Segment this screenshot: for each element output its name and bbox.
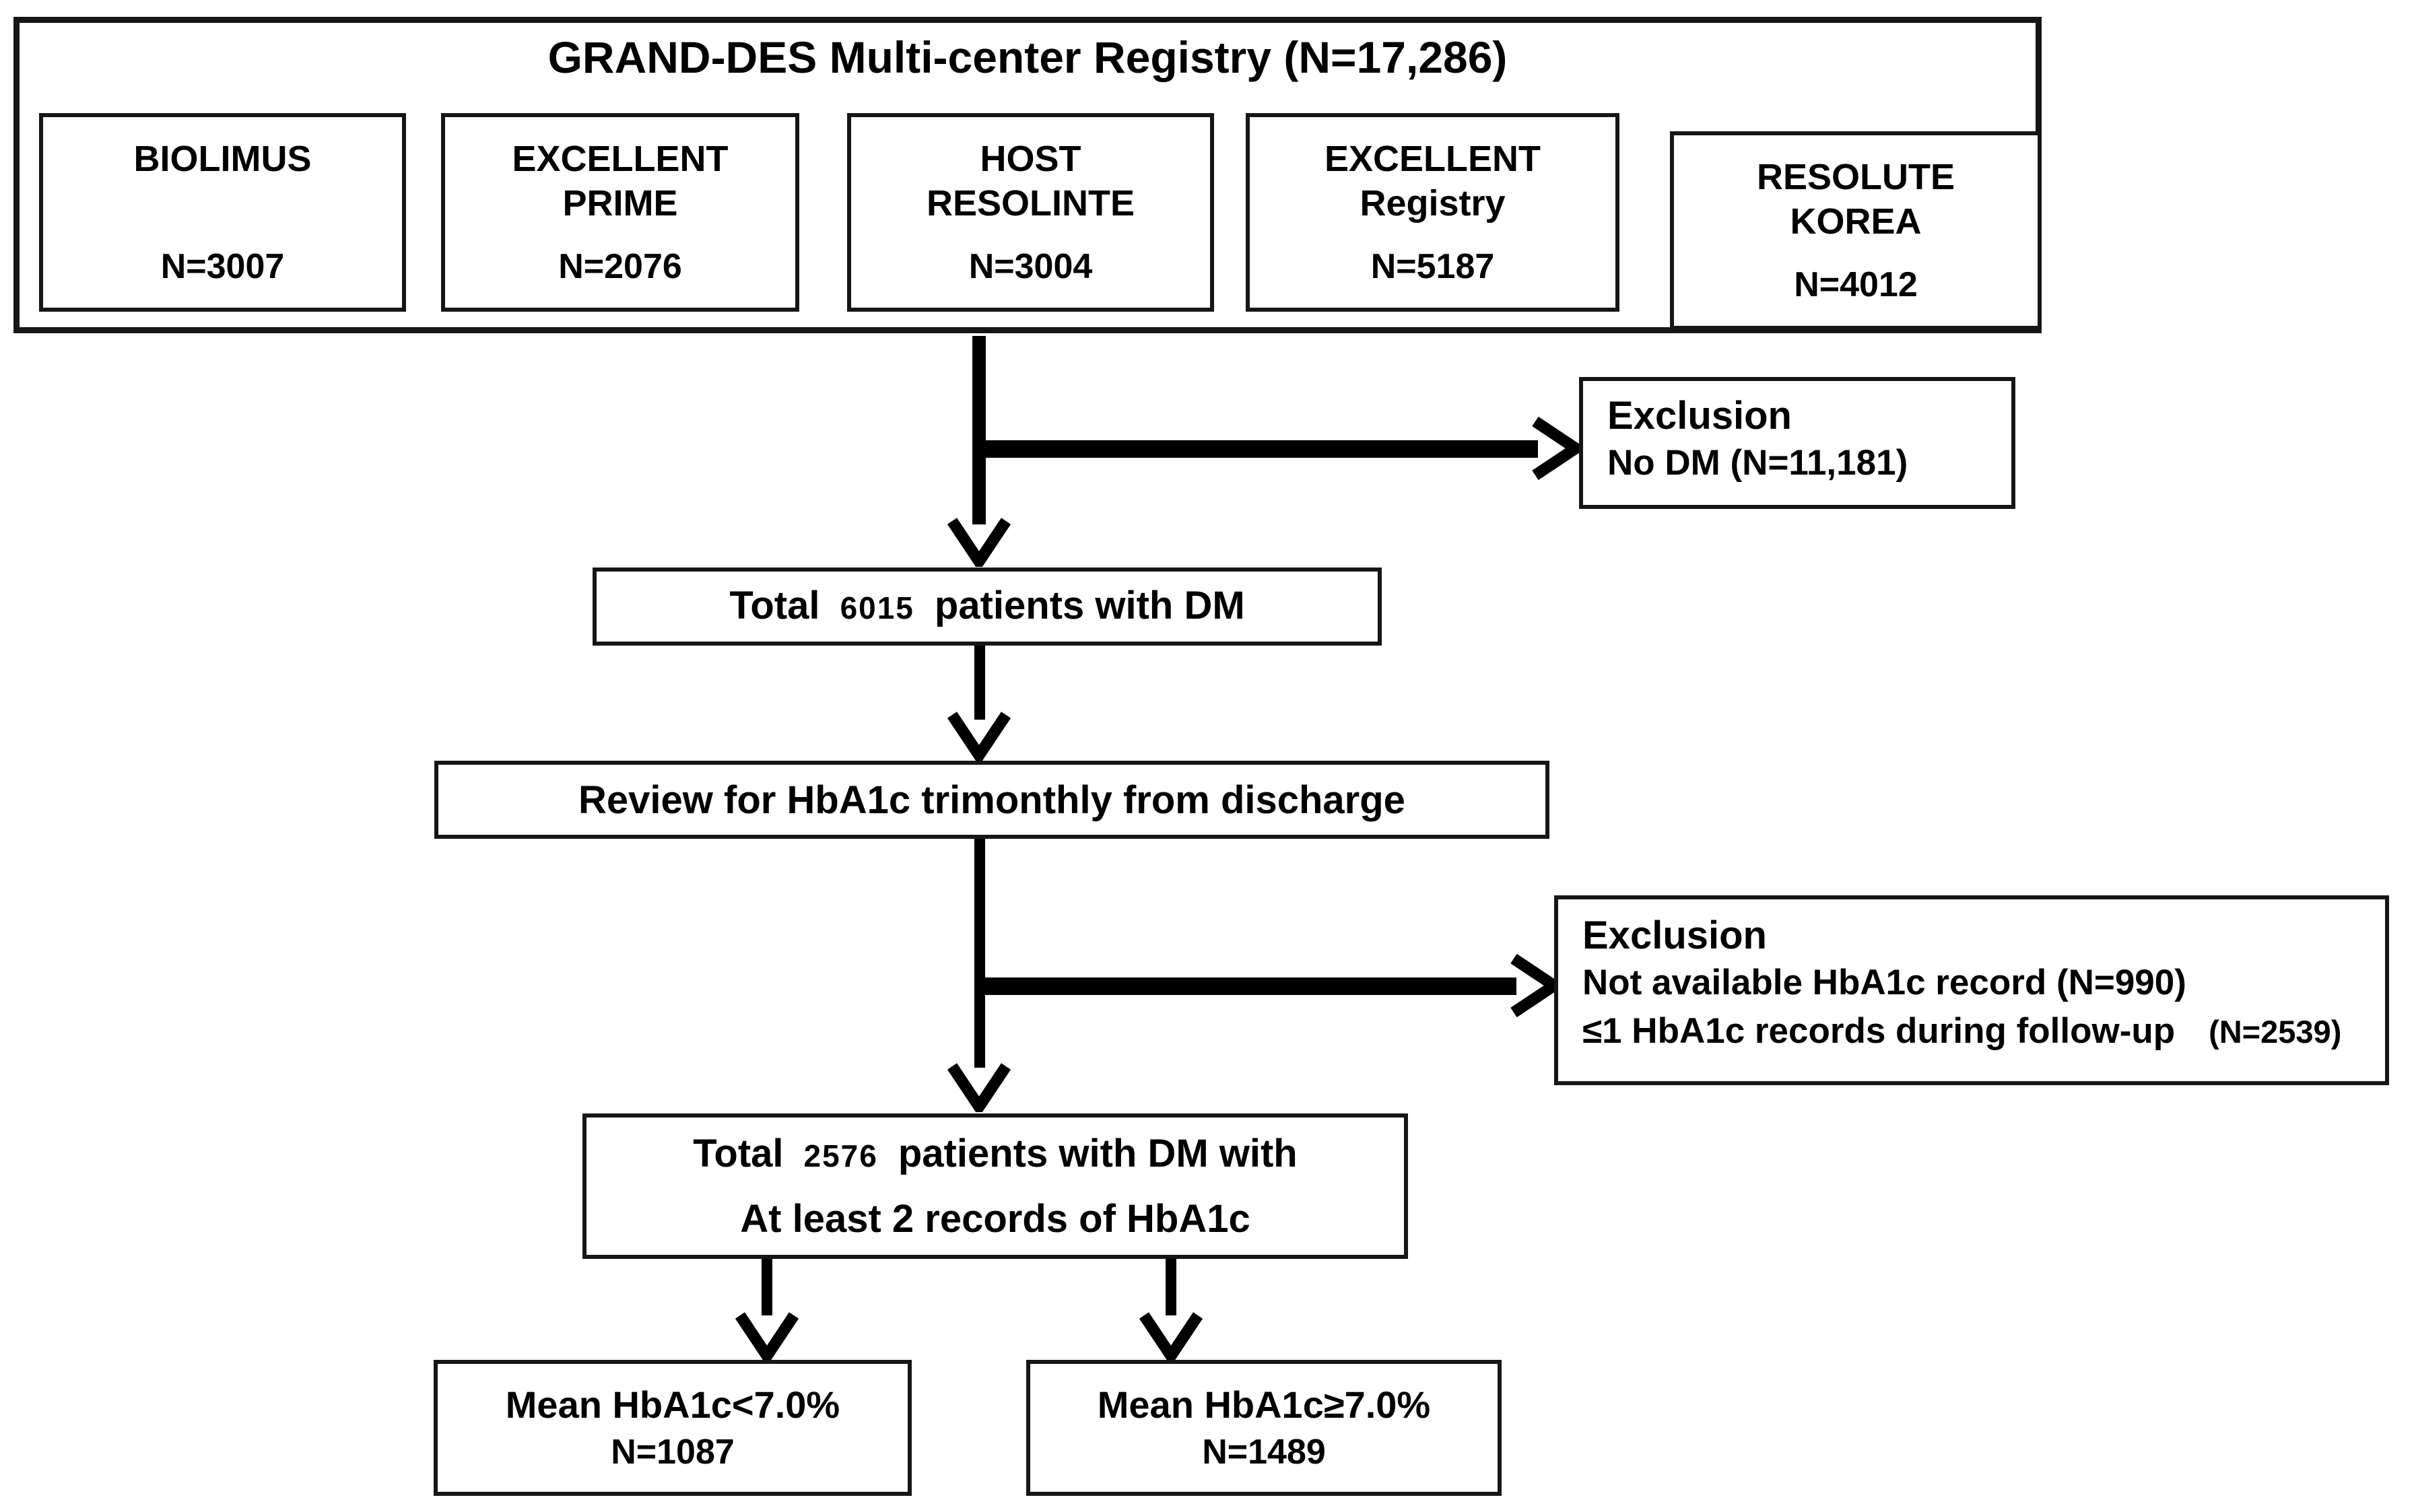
outcome-n: N=1087 (611, 1433, 735, 1472)
outcome-n: N=1489 (1202, 1433, 1326, 1472)
total-dm-suffix: patients with DM (934, 583, 1245, 627)
exclusion-detail: Not available HbA1c record (N=990) (1582, 963, 2186, 1002)
split-line-right (1166, 1259, 1176, 1315)
outcome-label: Mean HbA1c≥7.0% (1097, 1383, 1431, 1426)
review-text: Review for HbA1c trimonthly from dischar… (578, 778, 1405, 822)
outcome-low-box: Mean HbA1c<7.0% N=1087 (434, 1360, 912, 1496)
outcome-high-box: Mean HbA1c≥7.0% N=1489 (1026, 1360, 1502, 1496)
arrowhead-down-icon (735, 1312, 799, 1361)
study-count: N=2076 (558, 246, 682, 286)
flow-line-main-2 (974, 839, 985, 1068)
branch-line-exclusion-2 (984, 977, 1516, 995)
total-hba1c-line2: At least 2 records of HbA1c (740, 1196, 1250, 1241)
outcome-label: Mean HbA1c<7.0% (505, 1383, 840, 1426)
study-name: KOREA (1790, 201, 1922, 242)
exclusion-no-dm-box: Exclusion No DM (N=11,181) (1579, 377, 2015, 509)
study-count: N=4012 (1794, 265, 1918, 304)
exclusion-detail: ≤1 HbA1c records during follow-up (N=2539… (1582, 1007, 2378, 1056)
arrowhead-right-icon (1510, 953, 1560, 1018)
registry-title: GRAND-DES Multi-center Registry (N=17,28… (547, 32, 1508, 82)
study-box-resolute-korea: RESOLUTE KOREA N=4012 (1670, 131, 2042, 330)
arrowhead-down-icon (1139, 1312, 1203, 1361)
study-name: EXCELLENT (1324, 138, 1541, 179)
exclusion-detail-count: (N=2539) (2209, 1014, 2342, 1050)
arrowhead-right-icon (1532, 416, 1581, 481)
study-name: EXCELLENT (512, 138, 729, 179)
total-dm-box: Total 6015 patients with DM (593, 568, 1382, 646)
exclusion-detail: No DM (N=11,181) (1607, 443, 1908, 483)
study-count: N=3004 (968, 246, 1093, 286)
study-name: PRIME (562, 182, 678, 224)
study-count: N=5187 (1370, 246, 1495, 286)
study-name: HOST (980, 138, 1081, 179)
study-name: BIOLIMUS (133, 138, 312, 179)
arrowhead-down-icon (947, 712, 1011, 761)
arrowhead-down-icon (947, 518, 1011, 567)
flow-line-main-1 (972, 336, 986, 524)
flow-line-to-review (974, 646, 985, 720)
exclusion-detail-text: ≤1 HbA1c records during follow-up (1582, 1011, 2176, 1051)
total-hba1c-text: Total 2576 patients with DM with (693, 1122, 1297, 1188)
total-dm-prefix: Total (729, 583, 820, 627)
review-box: Review for HbA1c trimonthly from dischar… (434, 761, 1549, 839)
study-box-biolimus: BIOLIMUS N=3007 (39, 113, 406, 312)
study-name: RESOLUTE (1756, 156, 1955, 197)
total-hba1c-count: 2576 (803, 1138, 878, 1173)
exclusion-title: Exclusion (1582, 914, 1767, 957)
total-hba1c-box: Total 2576 patients with DM with At least … (582, 1113, 1408, 1259)
total-hba1c-suffix: patients with DM with (898, 1131, 1298, 1175)
study-box-excellent-registry: EXCELLENT Registry N=5187 (1246, 113, 1619, 312)
study-name: RESOLINTE (926, 182, 1135, 224)
exclusion-title: Exclusion (1607, 394, 1792, 438)
total-hba1c-prefix: Total (693, 1131, 784, 1175)
exclusion-hba1c-box: Exclusion Not available HbA1c record (N=… (1554, 895, 2389, 1085)
split-line-left (762, 1259, 772, 1315)
total-dm-count: 6015 (840, 590, 914, 625)
total-dm-text: Total 6015 patients with DM (729, 574, 1244, 640)
branch-line-exclusion-1 (979, 440, 1538, 458)
study-count: N=3007 (160, 246, 285, 286)
arrowhead-down-icon (947, 1063, 1011, 1112)
study-box-excellent-prime: EXCELLENT PRIME N=2076 (441, 113, 799, 312)
study-name: Registry (1360, 182, 1506, 224)
study-box-host-resolinte: HOST RESOLINTE N=3004 (847, 113, 1214, 312)
